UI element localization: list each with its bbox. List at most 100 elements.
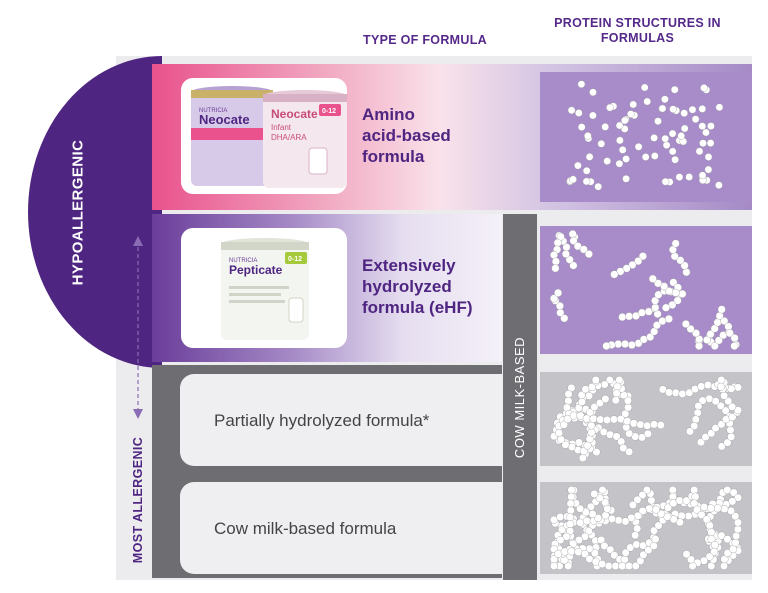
protein-dot	[569, 261, 578, 270]
protein-dot	[612, 432, 621, 441]
protein-dot	[675, 496, 684, 505]
protein-dot	[643, 421, 652, 430]
protein-dot	[594, 514, 603, 523]
protein-dot	[651, 152, 659, 160]
can3-age: 0-12	[288, 256, 302, 263]
protein-dot	[688, 561, 697, 570]
protein-dot	[569, 175, 577, 184]
protein-dot	[726, 506, 735, 515]
protein-dot	[661, 95, 669, 104]
protein-dot	[610, 270, 619, 279]
cow-milk-based-bar	[503, 214, 537, 580]
protein-dot	[694, 341, 703, 350]
protein-dot	[568, 229, 577, 238]
protein-dot	[733, 383, 742, 392]
protein-dot	[618, 146, 627, 154]
protein-dot	[585, 435, 594, 444]
cow-milk-based-label-wrap: COW MILK-BASED	[503, 214, 537, 580]
protein-dot	[589, 88, 597, 97]
protein-dot	[598, 560, 607, 569]
protein-dot	[649, 526, 658, 535]
protein-dot	[685, 427, 694, 436]
protein-dot	[584, 132, 592, 140]
protein-dot	[693, 408, 702, 417]
protein-dot	[703, 380, 712, 389]
protein-dot	[585, 153, 594, 161]
protein-dot	[661, 303, 670, 312]
protein-dot	[563, 415, 572, 424]
protein-dot	[574, 161, 582, 170]
protein-dot	[706, 504, 715, 513]
protein-dot	[676, 256, 685, 265]
protein-dot	[677, 132, 685, 140]
protein-dot	[719, 561, 728, 570]
protein-dot	[673, 296, 682, 305]
protein-structure-partial	[549, 375, 742, 462]
protein-dot	[715, 181, 723, 189]
protein-dot	[625, 447, 634, 456]
protein-dot	[561, 250, 570, 259]
header-protein-structures: PROTEIN STRUCTURES IN FORMULAS	[554, 16, 721, 45]
protein-dot	[697, 382, 706, 391]
protein-dot	[589, 414, 598, 423]
protein-dot	[574, 438, 583, 447]
protein-dot	[690, 422, 699, 431]
protein-dot	[638, 491, 647, 500]
protein-dot	[618, 561, 627, 570]
protein-dot	[637, 433, 646, 442]
protein-dot	[721, 406, 730, 415]
protein-dot	[596, 415, 605, 424]
protein-dot	[631, 561, 640, 570]
row-title-ehf-line1: Extensively	[362, 256, 456, 275]
protein-dot	[700, 84, 708, 92]
protein-dot	[705, 552, 714, 561]
protein-dot	[623, 396, 632, 405]
most-allergenic-label: MOST ALLERGENIC	[131, 436, 145, 564]
protein-dot	[651, 535, 660, 544]
protein-dot	[577, 123, 586, 131]
protein-dot	[615, 121, 624, 130]
protein-dot	[566, 520, 575, 529]
protein-dot	[615, 159, 624, 168]
protein-dot	[698, 171, 707, 180]
non-allergenic-label-wrap: NON-ALLERGENIC	[124, 70, 152, 235]
protein-dot	[590, 489, 599, 498]
protein-dot	[682, 496, 691, 505]
protein-dot	[691, 329, 700, 338]
protein-dot	[671, 288, 680, 297]
can2-sub2: DHA/ARA	[271, 133, 307, 142]
protein-dot	[681, 319, 690, 328]
protein-dot	[656, 421, 665, 430]
protein-dot	[549, 294, 558, 303]
protein-dot	[589, 111, 597, 120]
protein-dot	[724, 322, 733, 331]
protein-dot	[664, 287, 673, 296]
protein-dot	[713, 504, 722, 513]
protein-dot	[560, 420, 569, 429]
protein-dot	[578, 453, 587, 462]
row-title-partial: Partially hydrolyzed formula*	[214, 411, 430, 430]
protein-dot	[662, 141, 671, 149]
protein-dot	[569, 539, 578, 548]
protein-dot	[675, 173, 684, 181]
protein-dot	[694, 402, 703, 411]
hypoallergenic-label: HYPOALLERGENIC	[69, 139, 87, 285]
protein-dot	[624, 403, 633, 412]
protein-structure-amino	[566, 80, 724, 191]
can1-name: Neocate	[199, 112, 250, 127]
protein-dot	[622, 175, 630, 183]
protein-dot	[588, 510, 597, 519]
protein-dot	[680, 109, 688, 118]
protein-dot	[649, 541, 658, 550]
protein-dot	[717, 420, 726, 429]
can2-name: Neocate	[271, 107, 318, 121]
row-title-amino: Amino acid-based formula	[362, 104, 502, 167]
protein-dot	[716, 382, 725, 391]
protein-dot	[590, 403, 599, 412]
protein-dot	[661, 134, 669, 143]
protein-dot	[707, 122, 715, 130]
protein-dot	[698, 122, 707, 131]
product-card-pepticate: NUTRICIA Pepticate 0-12	[181, 228, 347, 348]
protein-dot	[664, 503, 673, 512]
protein-dot	[554, 288, 563, 297]
